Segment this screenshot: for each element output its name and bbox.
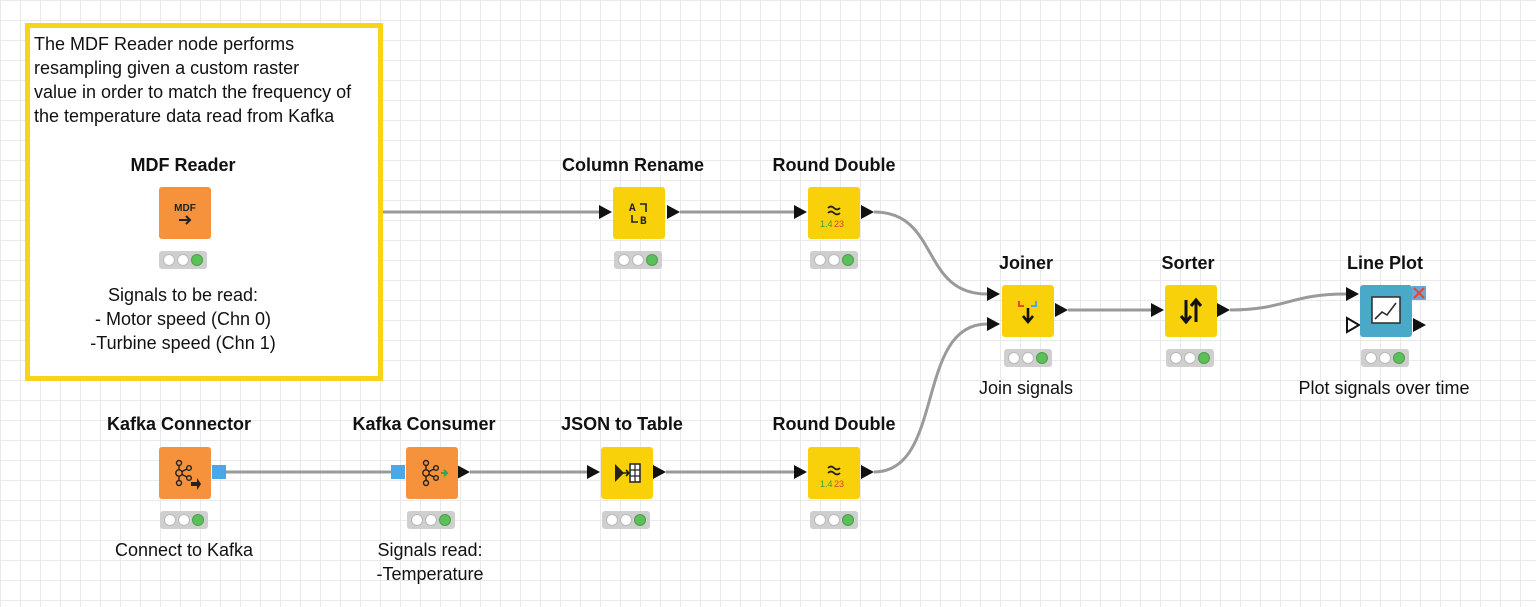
svg-text:MDF: MDF [174, 203, 196, 214]
input-port[interactable] [987, 317, 1000, 331]
json-to-table-icon [615, 463, 641, 483]
node-status-mdf-reader [159, 251, 207, 269]
output-port[interactable] [653, 465, 666, 479]
node-title-sorter[interactable]: Sorter [1161, 253, 1215, 273]
svg-text:1.4: 1.4 [820, 219, 833, 229]
mdf-reader-node[interactable]: MDF [159, 187, 211, 239]
svg-text:1.4: 1.4 [820, 479, 833, 489]
node-status-json-to-table [602, 511, 650, 529]
node-caption-joiner[interactable]: Join signals [978, 378, 1074, 398]
svg-text:B: B [640, 216, 647, 228]
node-title-round-double[interactable]: Round Double [772, 155, 896, 175]
output-port[interactable] [1217, 303, 1230, 317]
kafka-connector-node[interactable] [159, 447, 211, 499]
round-double-icon: 1.4 23 [820, 205, 844, 229]
joiner-icon [1018, 301, 1037, 325]
node-caption-mdf-reader[interactable]: Signals to be read: - Motor speed (Chn 0… [90, 285, 276, 353]
input-port[interactable] [1151, 303, 1164, 317]
svg-text:A: A [629, 203, 636, 215]
node-title-round-double-2[interactable]: Round Double [772, 414, 896, 434]
output-port[interactable] [1413, 318, 1426, 332]
output-port[interactable] [861, 465, 874, 479]
round-double-node-2[interactable]: 1.4 23 [808, 447, 860, 499]
node-status-round-double [810, 251, 858, 269]
inactive-port-icon[interactable] [1411, 285, 1427, 301]
input-port[interactable] [599, 205, 612, 219]
node-status-line-plot [1361, 349, 1409, 367]
svg-text:23: 23 [834, 479, 844, 489]
node-caption-kafka-consumer[interactable]: Signals read: -Temperature [376, 540, 484, 584]
annotation-line: the temperature data read from Kafka [34, 106, 335, 126]
input-port[interactable] [1346, 287, 1359, 301]
column-rename-node[interactable]: A B [613, 187, 665, 239]
node-title-joiner[interactable]: Joiner [998, 253, 1054, 273]
input-port[interactable] [794, 465, 807, 479]
input-port[interactable] [794, 205, 807, 219]
output-port[interactable] [457, 465, 470, 479]
node-status-round-double-2 [810, 511, 858, 529]
node-status-kafka-connector [160, 511, 208, 529]
node-status-column-rename [614, 251, 662, 269]
node-title-json-to-table[interactable]: JSON to Table [561, 414, 683, 434]
sorter-node[interactable] [1165, 285, 1217, 337]
column-rename-icon: A B [629, 203, 647, 228]
output-port[interactable] [861, 205, 874, 219]
node-title-kafka-connector[interactable]: Kafka Connector [106, 414, 252, 434]
connection-round-double-to-joiner-bottom[interactable] [873, 322, 988, 474]
node-caption-kafka-connector[interactable]: Connect to Kafka [114, 540, 254, 560]
joiner-node[interactable] [1002, 285, 1054, 337]
mdf-reader-icon: MDF [174, 203, 196, 225]
kafka-connection-port[interactable] [212, 465, 226, 479]
node-title-kafka-consumer[interactable]: Kafka Consumer [352, 414, 496, 434]
node-title-column-rename[interactable]: Column Rename [561, 155, 705, 175]
annotation-text: The MDF Reader node performs resampling … [34, 32, 379, 128]
output-port[interactable] [1055, 303, 1068, 317]
node-title-line-plot[interactable]: Line Plot [1347, 253, 1423, 273]
round-double-icon: 1.4 23 [820, 465, 844, 489]
node-status-sorter [1166, 349, 1214, 367]
kafka-consumer-icon [422, 459, 449, 487]
json-to-table-node[interactable] [601, 447, 653, 499]
annotation-line: resampling given a custom raster [34, 58, 300, 78]
annotation-line: The MDF Reader node performs [34, 34, 295, 54]
input-port[interactable] [987, 287, 1000, 301]
line-plot-node[interactable] [1360, 285, 1412, 337]
round-double-node[interactable]: 1.4 23 [808, 187, 860, 239]
kafka-connector-icon [175, 459, 201, 490]
line-plot-icon [1371, 296, 1401, 324]
kafka-connection-port[interactable] [391, 465, 405, 479]
image-input-port[interactable] [1346, 316, 1361, 334]
node-status-kafka-consumer [407, 511, 455, 529]
sorter-icon [1179, 297, 1203, 325]
node-status-joiner [1004, 349, 1052, 367]
output-port[interactable] [667, 205, 680, 219]
kafka-consumer-node[interactable] [406, 447, 458, 499]
input-port[interactable] [587, 465, 600, 479]
connection-round-double-to-joiner[interactable] [873, 210, 988, 296]
node-caption-line-plot[interactable]: Plot signals over time [1298, 378, 1470, 398]
svg-text:23: 23 [834, 219, 844, 229]
annotation-line: value in order to match the frequency of [34, 82, 352, 102]
node-title-mdf-reader[interactable]: MDF Reader [130, 155, 236, 175]
connection-sorter-to-line-plot[interactable] [1229, 292, 1347, 312]
